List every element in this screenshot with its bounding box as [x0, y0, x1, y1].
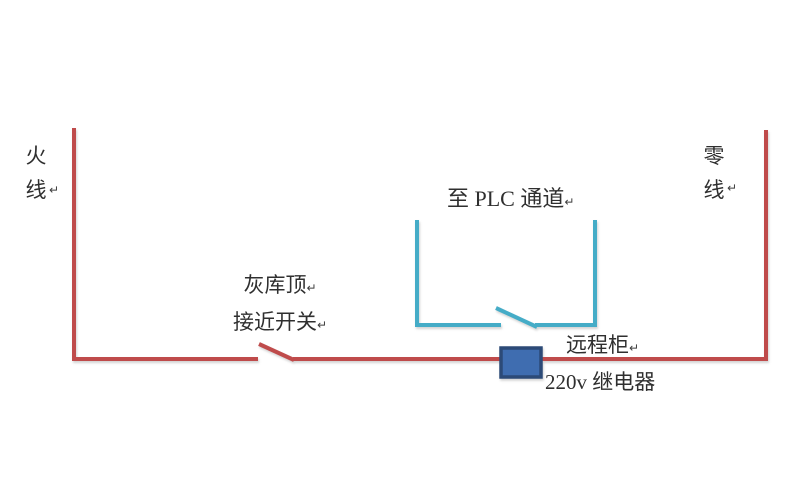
proximity-switch-label-line1: 灰库顶↵	[219, 268, 341, 305]
live-wire-label: 火线	[25, 144, 47, 202]
paragraph-return-icon: ↵	[49, 183, 60, 197]
neutral-wire-right-path	[293, 130, 768, 361]
proximity-switch-text2: 接近开关	[232, 310, 317, 334]
paragraph-return-icon: ↵	[306, 281, 317, 295]
power-wire-group	[72, 128, 768, 362]
proximity-switch-blade	[258, 342, 295, 362]
relay-label: 220v 继电器	[545, 370, 656, 394]
plc-switch-blade	[495, 306, 538, 329]
paragraph-return-icon: ↵	[316, 318, 328, 332]
remote-cabinet-text: 远程柜	[566, 333, 629, 357]
proximity-switch-label-line2: 接近开关↵	[219, 305, 341, 342]
live-wire-left-path	[72, 128, 258, 361]
paragraph-return-icon: ↵	[564, 195, 575, 209]
proximity-switch-text1: 灰库顶	[243, 273, 307, 297]
relay-box	[499, 346, 543, 379]
plc-wire-group	[415, 220, 597, 329]
plc-loop-left-path	[415, 220, 501, 327]
plc-loop-right-path	[535, 220, 597, 327]
remote-cabinet-label: 远程柜↵	[566, 334, 639, 359]
plc-channel-text: 至 PLC 通道	[447, 186, 565, 211]
relay-box-group	[499, 346, 543, 379]
plc-channel-label: 至 PLC 通道↵	[447, 188, 574, 213]
proximity-switch-label: 灰库顶↵ 接近开关↵	[219, 268, 341, 342]
paragraph-return-icon: ↵	[727, 181, 738, 195]
neutral-wire-label: 零线	[703, 144, 725, 202]
paragraph-return-icon: ↵	[629, 341, 640, 355]
